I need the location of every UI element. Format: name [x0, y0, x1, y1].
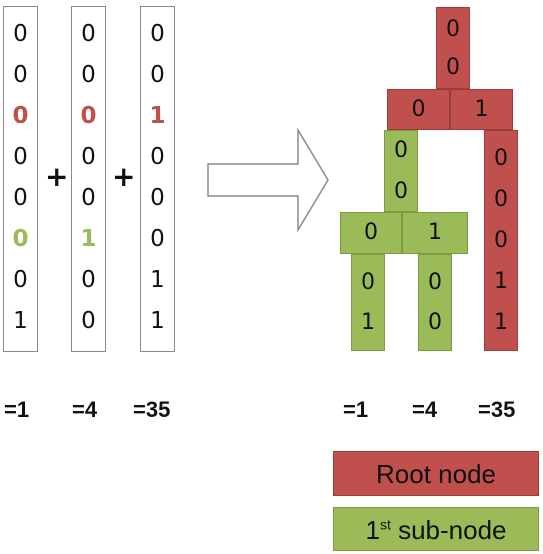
binary-column-2: 0 0 0 0 0 1 0 0 — [71, 6, 106, 352]
digit: 0 — [150, 62, 165, 88]
legend-root-node: Root node — [333, 451, 539, 496]
binary-column-3: 0 0 1 0 0 0 1 1 — [140, 6, 175, 352]
digit: 0 — [13, 267, 28, 293]
leaf-left: 0 1 — [351, 254, 385, 351]
digit: 0 — [13, 185, 28, 211]
digit: 0 — [81, 308, 96, 334]
digit: 0 — [394, 138, 408, 163]
root-node-right-branch: 0 0 0 1 1 — [484, 130, 518, 351]
digit: 1 — [428, 220, 442, 245]
digit: 1 — [494, 269, 508, 294]
digit: 0 — [494, 146, 508, 171]
digit: 0 — [13, 144, 28, 170]
digit: 0 — [494, 187, 508, 212]
legend-sub-prefix: 1 — [365, 515, 380, 545]
digit: 0 — [81, 21, 96, 47]
root-node-top: 0 0 — [436, 7, 470, 89]
sub-node-split-right: 1 — [402, 212, 468, 254]
digit: 0 — [81, 185, 96, 211]
sum-label-right-3: =35 — [478, 397, 516, 422]
digit-highlight-red: 1 — [149, 103, 166, 129]
digit: 0 — [81, 62, 96, 88]
digit-highlight-green: 1 — [80, 226, 97, 252]
digit: 1 — [494, 310, 508, 335]
digit-highlight-red: 0 — [80, 103, 97, 129]
digit: 0 — [364, 220, 378, 245]
digit-highlight-green: 0 — [12, 226, 29, 252]
digit: 0 — [361, 270, 375, 295]
digit: 0 — [81, 267, 96, 293]
digit: 0 — [446, 17, 460, 42]
digit: 1 — [474, 97, 489, 122]
binary-column-1: 0 0 0 0 0 0 0 1 — [3, 6, 38, 352]
digit-highlight-red: 0 — [12, 103, 29, 129]
digit: 0 — [13, 21, 28, 47]
digit: 0 — [428, 270, 442, 295]
digit: 0 — [150, 21, 165, 47]
digit: 1 — [150, 308, 165, 334]
sum-label-right-1: =1 — [343, 397, 369, 422]
right-arrow-icon — [207, 128, 329, 232]
leaf-middle: 0 0 — [418, 254, 452, 351]
digit: 0 — [428, 310, 442, 335]
digit: 1 — [13, 308, 28, 334]
root-node-split-left: 0 — [387, 89, 450, 130]
digit: 0 — [411, 97, 426, 122]
digit: 0 — [13, 62, 28, 88]
sum-label-left-3: =35 — [133, 397, 171, 422]
plus-sign-2: + — [112, 160, 136, 193]
digit: 1 — [150, 267, 165, 293]
digit: 0 — [150, 144, 165, 170]
digit: 0 — [150, 185, 165, 211]
legend-sub-suffix: sub-node — [390, 515, 507, 545]
digit: 0 — [494, 228, 508, 253]
digit: 0 — [446, 55, 460, 80]
sum-label-right-2: =4 — [412, 397, 438, 422]
digit: 0 — [81, 144, 96, 170]
root-node-split-right: 1 — [450, 89, 513, 130]
legend-sub-node: 1st sub-node — [333, 507, 539, 551]
digit: 1 — [361, 310, 375, 335]
sum-label-left-1: =1 — [4, 397, 30, 422]
legend-sub-sup: st — [379, 516, 391, 533]
plus-sign-1: + — [45, 160, 69, 193]
sub-node-split-left: 0 — [340, 212, 402, 254]
sub-node-stem: 0 0 — [384, 130, 418, 212]
digit: 0 — [394, 179, 408, 204]
digit: 0 — [150, 226, 165, 252]
legend-root-label: Root node — [376, 459, 496, 489]
sum-label-left-2: =4 — [72, 397, 98, 422]
